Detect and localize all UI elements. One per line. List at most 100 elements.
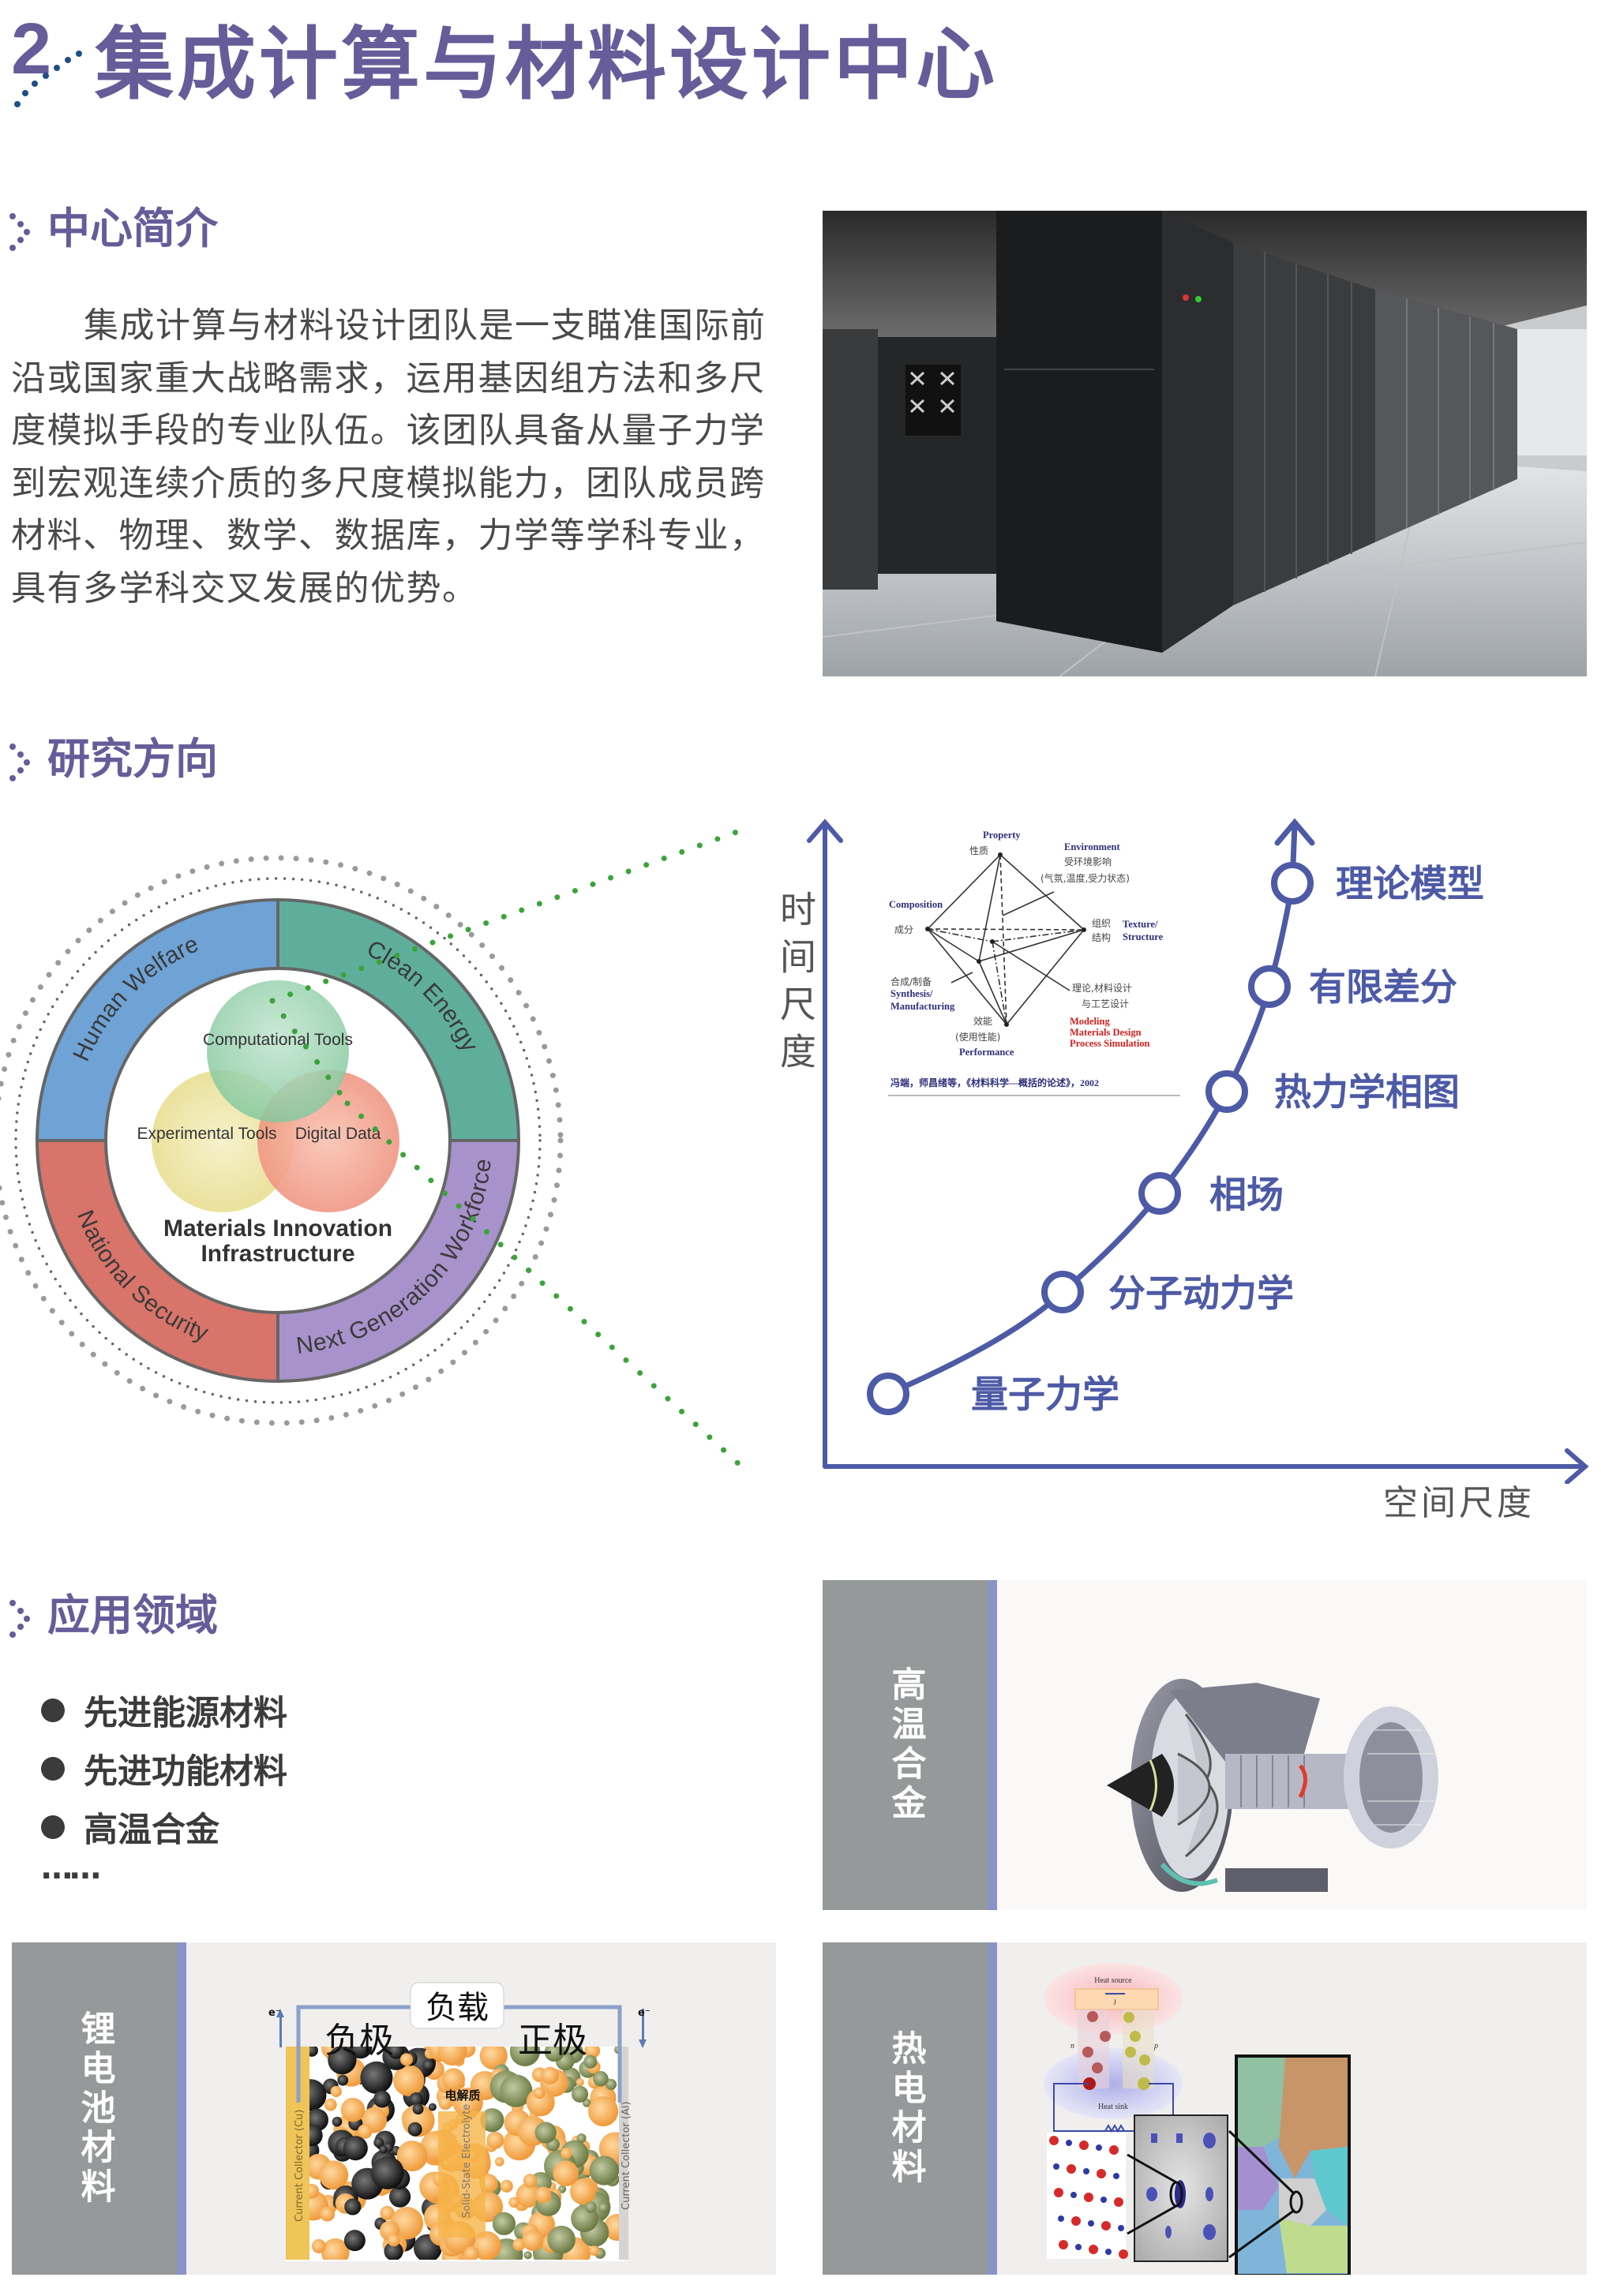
svg-text:Structure: Structure: [1123, 931, 1164, 942]
thermoelectric-diagram: Heat source J Heat sink n p: [1044, 1963, 1351, 2275]
particle: [337, 2074, 349, 2086]
particle: [571, 2085, 589, 2103]
lattice-atom: [1089, 2245, 1098, 2254]
lattice-atom: [1109, 2145, 1119, 2155]
stage-quantum: 量子力学: [971, 1373, 1119, 1417]
particle: [441, 2068, 466, 2092]
particle: [412, 2103, 424, 2115]
intro-heading: 中心简介: [47, 204, 218, 253]
research-heading: 研究方向: [47, 734, 218, 784]
more-ellipsis: ……: [41, 1850, 101, 1886]
particle: [523, 2174, 538, 2188]
materials-innovation-diagram: Human Welfare Clean Energy National Secu…: [0, 824, 753, 1478]
bullet-icon: [41, 1757, 65, 1781]
lattice-atom: [1053, 2163, 1059, 2170]
stage-thermo-phase-diagram: 热力学相图: [1274, 1071, 1460, 1114]
svg-text:成分: 成分: [894, 924, 913, 935]
stage-finite-difference: 有限差分: [1309, 966, 1457, 1009]
particle: [534, 2186, 552, 2204]
p-type-label: p: [1153, 2042, 1158, 2051]
particle: [388, 2047, 404, 2059]
particle: [522, 2229, 544, 2251]
particle: [553, 2160, 579, 2187]
paragraph-line: 到宏观连续介质的多尺度模拟能力，团队成员跨: [11, 463, 766, 504]
particle: [494, 2157, 504, 2167]
materials-tetrahedron-figure: Property Environment Composition Texture…: [888, 830, 1180, 1096]
particle: [534, 2122, 557, 2144]
particle: [396, 2141, 428, 2172]
particle: [422, 2059, 434, 2071]
heat-sink-label: Heat sink: [1098, 2103, 1128, 2111]
particle: [343, 2136, 368, 2161]
solid-state-label: Solid-State Electrolyte: [461, 2104, 473, 2218]
svg-text:与工艺设计: 与工艺设计: [1082, 998, 1129, 1009]
svg-text:效能: 效能: [973, 1015, 992, 1027]
particle: [471, 2230, 501, 2260]
particle: [593, 2071, 609, 2087]
particle: [585, 2201, 597, 2213]
particle: [486, 2131, 504, 2149]
particle: [371, 2156, 404, 2189]
electrolyte-label: 电解质: [444, 2088, 480, 2103]
panel-label: 热电材料: [885, 2029, 926, 2188]
particle: [321, 2238, 350, 2260]
particle: [380, 2205, 395, 2221]
lattice-atom: [1049, 2136, 1059, 2145]
svg-text:Modeling: Modeling: [1070, 1016, 1110, 1027]
lattice-atom: [1096, 2144, 1102, 2151]
particle: [437, 2047, 467, 2066]
particle: [587, 2096, 619, 2127]
particle: [544, 2047, 564, 2062]
lattice-atom: [1114, 2197, 1123, 2207]
circle-label-computational: Computational Tools: [203, 1031, 353, 1049]
lattice-atom: [1054, 2188, 1063, 2197]
section-dots-icon: [9, 213, 30, 251]
list-item: 高温合金: [41, 1798, 287, 1856]
paragraph-line: 材料、物理、数学、数据库，力学等学科专业，: [11, 515, 766, 556]
particle: [324, 2098, 337, 2111]
load-label: 负载: [426, 1990, 489, 2026]
svg-text:Materials Design: Materials Design: [1070, 1027, 1142, 1038]
particle: [576, 2133, 587, 2144]
particle: [360, 2061, 393, 2094]
collector-cu-label: Current Collector (Cu): [294, 2110, 306, 2222]
particle: [480, 2108, 504, 2133]
particle: [340, 2097, 366, 2122]
particle: [492, 2212, 516, 2235]
particle: [384, 2242, 403, 2260]
lattice-atom: [1101, 2221, 1111, 2230]
dots-decoration-icon: [14, 51, 82, 107]
multiscale-chart: [807, 818, 1589, 1484]
bullet-icon: [41, 1699, 65, 1722]
svg-text:Process Simulation: Process Simulation: [1070, 1038, 1150, 1049]
section-dots-icon: [9, 743, 30, 781]
lattice-atom: [1113, 2173, 1119, 2179]
panel-thermoelectric: 热电材料 Heat source J Heat s: [823, 1942, 1587, 2275]
particle: [533, 2087, 546, 2099]
collector-al-label: Current Collector (Al): [621, 2101, 632, 2210]
particle: [309, 2079, 327, 2111]
particle: [598, 2202, 609, 2213]
particle: [589, 2156, 619, 2186]
stage-marker: [1248, 965, 1291, 1008]
particle: [452, 2087, 483, 2118]
particle: [523, 2251, 532, 2260]
panel-label: 锂电池材料: [74, 2009, 115, 2208]
particle: [320, 2206, 336, 2222]
particle: [309, 2183, 320, 2199]
lattice-atom: [1066, 2140, 1072, 2146]
bullet-icon: [41, 1815, 65, 1839]
stage-molecular-dynamics: 分子动力学: [1108, 1272, 1294, 1316]
y-axis-label: 时间尺度: [774, 890, 817, 1080]
page-title: 集成计算与材料设计中心: [95, 18, 998, 110]
paragraph-line: 集成计算与材料设计团队是一支瞄准国际前: [84, 305, 767, 346]
particle: [309, 2124, 323, 2147]
stage-marker: [867, 1373, 909, 1415]
particle: [479, 2047, 508, 2070]
electron-label: e⁻: [268, 2007, 281, 2019]
heat-source-label: Heat source: [1094, 1976, 1132, 1985]
particle: [438, 2096, 452, 2111]
stage-marker: [1138, 1172, 1181, 1215]
particle: [309, 2047, 318, 2057]
stage-theory-model: 理论模型: [1336, 863, 1484, 906]
